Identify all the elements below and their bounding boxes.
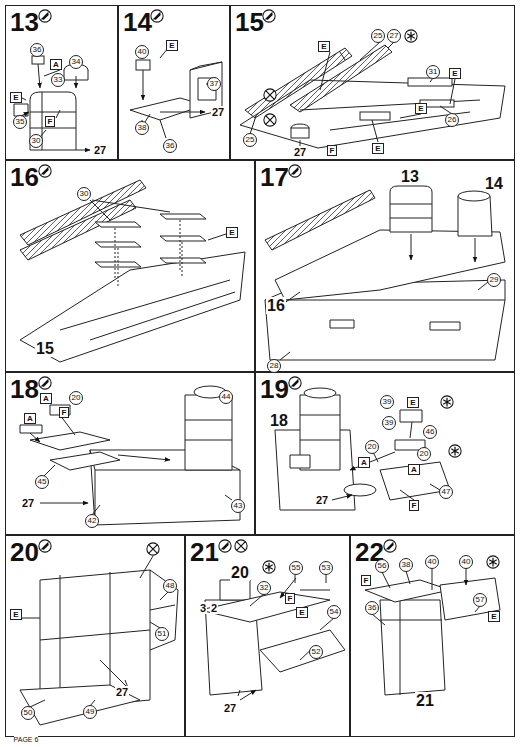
marking-tag: E [372,143,383,154]
page-number: PAGE 6 [14,736,39,744]
callout-number: 30 [29,134,43,148]
marking-tag: A [40,393,52,404]
marking-tag: F [327,145,338,156]
subassembly-number: 13 [400,168,420,185]
callout-number: 38 [399,558,413,572]
step-number: 20 [10,539,39,565]
callout-number: 57 [473,593,487,607]
callout-number: 48 [163,579,177,593]
callout-number: 40 [425,555,439,569]
callout-number: 36 [30,43,44,57]
subassembly-number: 14 [484,175,504,192]
marking-tag: F [409,500,420,511]
callout-number: 44 [219,390,233,404]
callout-number: 35 [13,115,27,129]
marking-tag: E [10,92,21,103]
callout-number: 39 [382,416,396,430]
callout-number: 39 [380,395,394,409]
subassembly-number: 21 [415,692,435,709]
marking-tag: A [408,464,420,475]
reference-number: 27 [93,144,107,156]
callout-number: 20 [417,447,431,461]
callout-number: 25 [371,29,385,43]
callout-number: 37 [207,77,221,91]
callout-number: 51 [155,627,169,641]
callout-number: 54 [327,605,341,619]
marking-tag: A [358,457,370,468]
marking-tag: F [285,593,296,604]
step-number: 13 [10,9,39,35]
callout-number: 49 [83,705,97,719]
callout-number: 28 [267,359,281,373]
callout-number: 40 [459,555,473,569]
callout-number: 27 [387,29,401,43]
subassembly-number: 18 [269,412,289,429]
step-panel: 17 [255,160,515,372]
marking-tag: E [407,397,418,408]
callout-number: 30 [77,187,91,201]
callout-number: 52 [309,645,323,659]
marking-tag: A [24,413,36,424]
callout-number: 38 [135,121,149,135]
callout-number: 56 [375,559,389,573]
callout-number: 53 [319,561,333,575]
step-number: 21 [190,539,219,565]
subassembly-number: 15 [35,340,55,357]
marking-tag: E [166,40,177,51]
reference-number: 27 [315,494,329,506]
subassembly-number: 16 [266,297,286,314]
callout-number: 31 [426,65,440,79]
callout-number: 47 [439,485,453,499]
callout-number: 29 [487,273,501,287]
marking-tag: E [226,227,237,238]
reference-number: 27 [293,146,307,158]
step-number: 18 [10,376,39,402]
callout-number: 32 [257,581,271,595]
marking-tag: E [449,68,460,79]
callout-number: 43 [231,499,245,513]
reference-number: 27 [21,497,35,509]
step-number: 15 [235,9,264,35]
marking-tag: F [45,116,56,127]
callout-number: 36 [365,601,379,615]
marking-tag: E [415,103,426,114]
marking-tag: E [296,607,307,618]
marking-tag: A [50,59,62,70]
reference-number: 3 [199,602,207,614]
callout-number: 25 [243,133,257,147]
step-number: 17 [260,164,289,190]
reference-number: 2 [210,602,218,614]
reference-number: 27 [211,106,225,118]
callout-number: 50 [21,706,35,720]
marking-tag: E [318,41,329,52]
subassembly-number: 20 [230,564,250,581]
step-panel: 15 [230,5,515,160]
step-number: 19 [260,376,289,402]
marking-tag: F [361,575,372,586]
callout-number: 20 [69,391,83,405]
callout-number: 26 [445,113,459,127]
callout-number: 33 [51,73,65,87]
callout-number: 45 [35,475,49,489]
step-number: 16 [10,164,39,190]
reference-number: 27 [115,686,129,698]
callout-number: 20 [365,440,379,454]
step-number: 14 [123,9,152,35]
callout-number: 36 [163,139,177,153]
callout-number: 55 [289,561,303,575]
marking-tag: E [488,611,499,622]
callout-number: 46 [423,425,437,439]
marking-tag: F [59,407,70,418]
callout-number: 42 [85,514,99,528]
callout-number: 40 [135,45,149,59]
reference-number: 27 [223,702,237,714]
callout-number: 34 [69,55,83,69]
marking-tag: E [10,609,21,620]
